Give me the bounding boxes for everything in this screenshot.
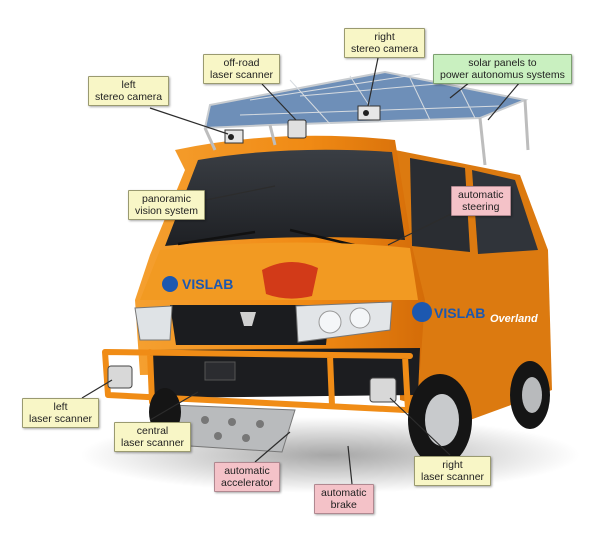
side-window-front xyxy=(410,158,470,252)
pointer-right-stereo-camera xyxy=(367,57,379,107)
label-automatic-brake: automatic brake xyxy=(314,484,374,514)
vislab-logo-mark-side xyxy=(412,302,432,322)
rear-right-hub xyxy=(522,377,542,413)
callout-pointers xyxy=(81,57,521,485)
pointer-solar-panels-2 xyxy=(487,81,521,121)
skid-hole xyxy=(242,434,250,442)
headlight-right-lens-2 xyxy=(349,307,371,329)
grille-logo xyxy=(240,312,256,326)
pointer-right-laser-scanner xyxy=(389,397,451,456)
label-left-stereo-camera: left stereo camera xyxy=(88,76,170,106)
label-panoramic-vision-system: panoramic vision system xyxy=(128,190,206,220)
vislab-logo-mark-hood xyxy=(162,276,178,292)
headlight-left xyxy=(134,305,173,341)
skid-hole xyxy=(201,416,209,424)
pointer-left-laser-scanner xyxy=(81,379,113,399)
pointer-automatic-accelerator xyxy=(254,431,291,463)
pointer-panoramic-vision xyxy=(205,185,276,201)
pointer-offroad-laser-scanner xyxy=(261,83,297,121)
vislab-logo-hood: VISLAB xyxy=(182,276,233,292)
right-laser-scanner-unit xyxy=(369,377,397,403)
right-camera-lens xyxy=(363,110,369,116)
skid-hole xyxy=(256,420,264,428)
label-left-laser-scanner: left laser scanner xyxy=(22,398,100,428)
left-laser-scanner-unit xyxy=(107,365,133,389)
skid-hole xyxy=(228,418,236,426)
pointer-solar-panels xyxy=(449,81,471,99)
pointer-automatic-brake xyxy=(347,445,353,485)
bull-bar xyxy=(102,349,413,413)
front-right-hub xyxy=(425,394,459,446)
left-stereo-camera-unit xyxy=(224,129,244,144)
roof-rack-frame xyxy=(203,99,530,166)
label-right-laser-scanner: right laser scanner xyxy=(414,456,492,486)
skid-hole xyxy=(214,432,222,440)
pointer-left-stereo-camera xyxy=(149,107,229,135)
label-offroad-laser-scanner: off-road laser scanner xyxy=(203,54,281,84)
label-automatic-accelerator: automatic accelerator xyxy=(214,462,280,492)
label-central-laser-scanner: central laser scanner xyxy=(114,422,192,452)
pointer-central-laser-scanner xyxy=(149,391,199,421)
offroad-laser-scanner-unit xyxy=(287,119,307,139)
wiper-left xyxy=(177,230,256,246)
wiper-right xyxy=(289,228,359,248)
hood-sticker-red xyxy=(262,261,318,299)
pointer-automatic-steering xyxy=(387,211,456,246)
windshield xyxy=(165,149,405,246)
label-solar-panels: solar panels to power autonomus systems xyxy=(433,54,572,84)
label-automatic-steering: automatic steering xyxy=(451,186,511,216)
license-plate-holder xyxy=(204,361,236,381)
vislab-logo-side: VISLAB xyxy=(434,305,485,321)
headlight-right-lens xyxy=(318,310,342,334)
overland-logo: Overland xyxy=(490,313,538,325)
lower-bumper xyxy=(150,348,420,398)
left-camera-lens xyxy=(228,134,234,140)
label-right-stereo-camera: right stereo camera xyxy=(344,28,426,58)
